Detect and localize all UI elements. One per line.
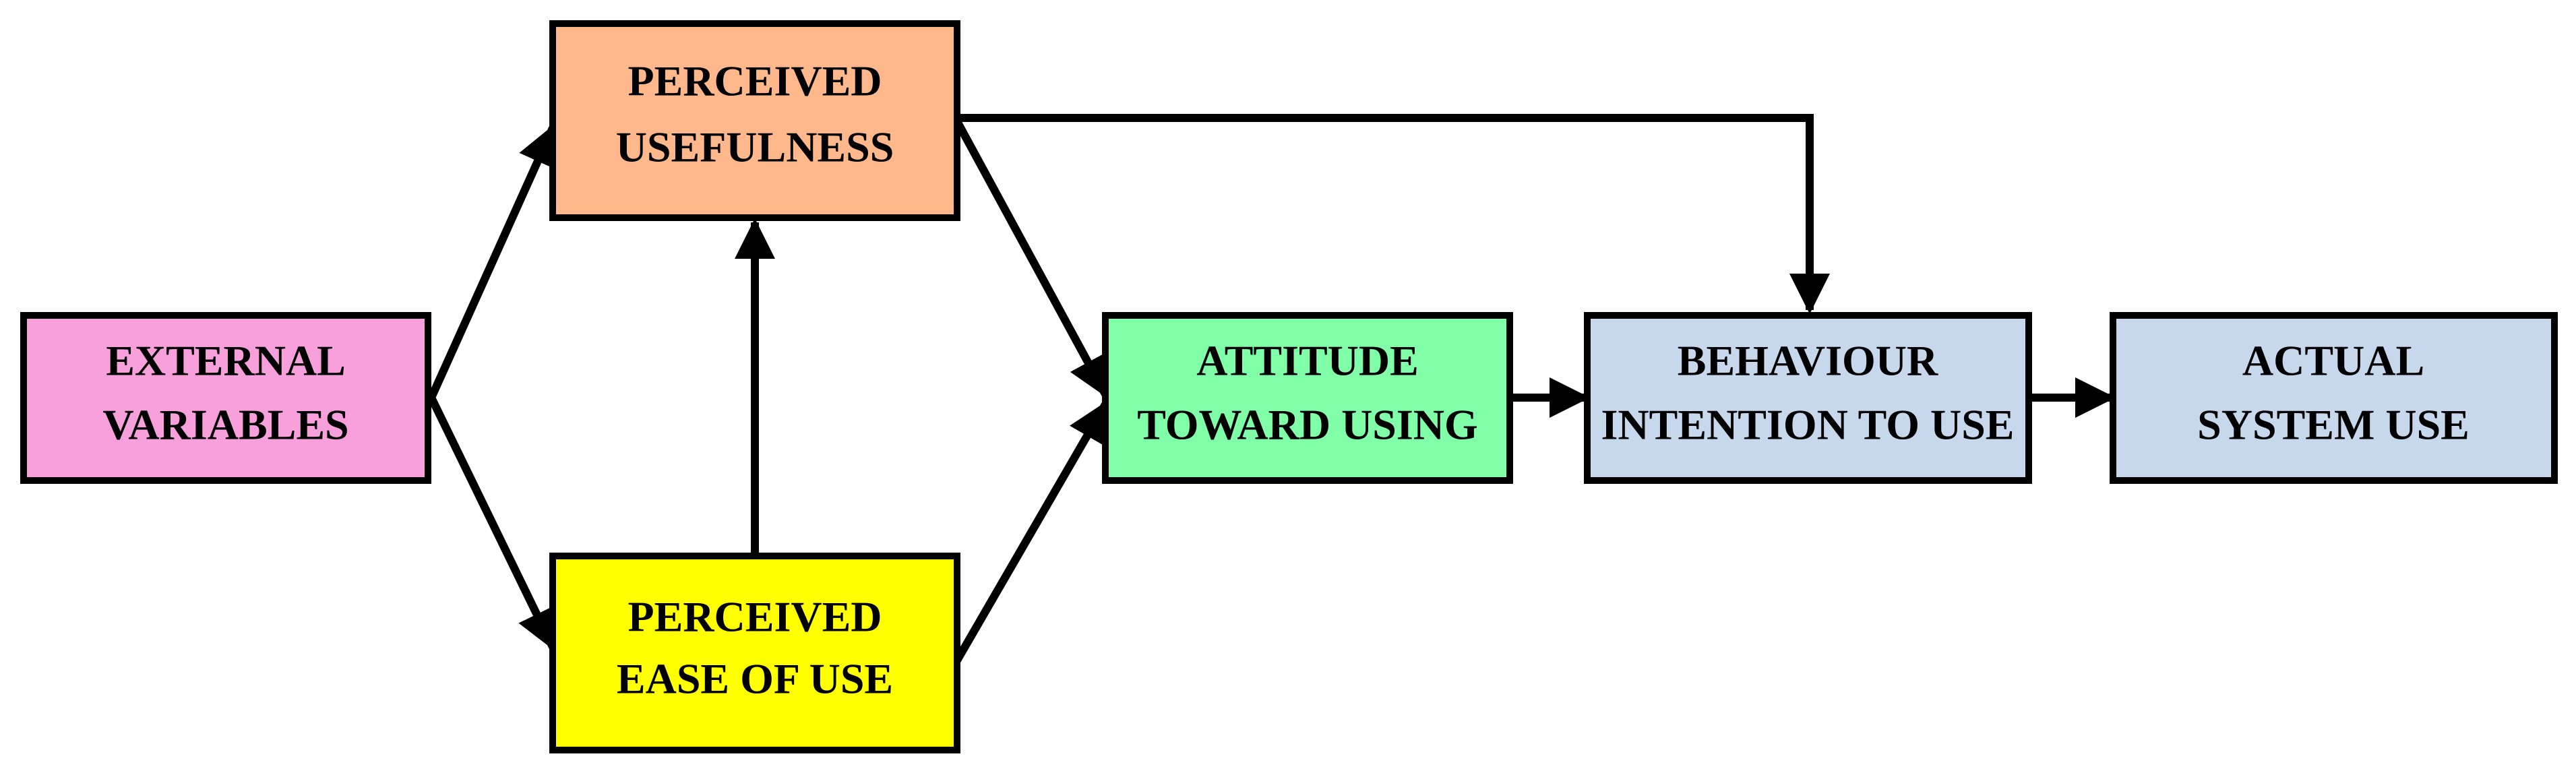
node-perceived-usefulness: PERCEIVED USEFULNESS [549, 20, 960, 221]
node-label-line1: PERCEIVED [628, 57, 882, 105]
edge-ease-of-use-to-attitude [953, 400, 1109, 663]
node-label-line2: USEFULNESS [616, 123, 894, 171]
node-label-line2: INTENTION TO USE [1601, 401, 2015, 449]
edges [427, 114, 2116, 663]
node-box [2110, 312, 2558, 484]
node-external-variables: EXTERNAL VARIABLES [20, 312, 431, 484]
edge-usefulness-to-intention [957, 114, 1830, 314]
node-label-line1: ATTITUDE [1196, 337, 1419, 385]
node-label-line2: VARIABLES [102, 401, 348, 449]
node-actual-system-use: ACTUAL SYSTEM USE [2110, 312, 2558, 484]
node-label-line2: SYSTEM USE [2197, 401, 2470, 449]
node-label-line1: PERCEIVED [628, 593, 882, 641]
node-box [1584, 312, 2032, 484]
node-label-line1: ACTUAL [2242, 337, 2424, 385]
node-attitude-toward-using: ATTITUDE TOWARD USING [1102, 312, 1513, 484]
node-box [20, 312, 431, 484]
node-perceived-ease-of-use: PERCEIVED EASE OF USE [549, 553, 960, 753]
node-label-line2: TOWARD USING [1137, 401, 1478, 449]
node-box [549, 20, 960, 221]
node-label-line1: EXTERNAL [106, 337, 346, 385]
node-box [1102, 312, 1513, 484]
edge-external-to-usefulness [427, 124, 557, 400]
node-label-line2: EASE OF USE [617, 655, 893, 703]
node-box [549, 553, 960, 753]
edge-usefulness-to-attitude [953, 119, 1109, 398]
node-behaviour-intention-to-use: BEHAVIOUR INTENTION TO USE [1584, 312, 2032, 484]
edge-external-to-ease-of-use [427, 396, 557, 651]
node-label-line1: BEHAVIOUR [1678, 337, 1938, 385]
